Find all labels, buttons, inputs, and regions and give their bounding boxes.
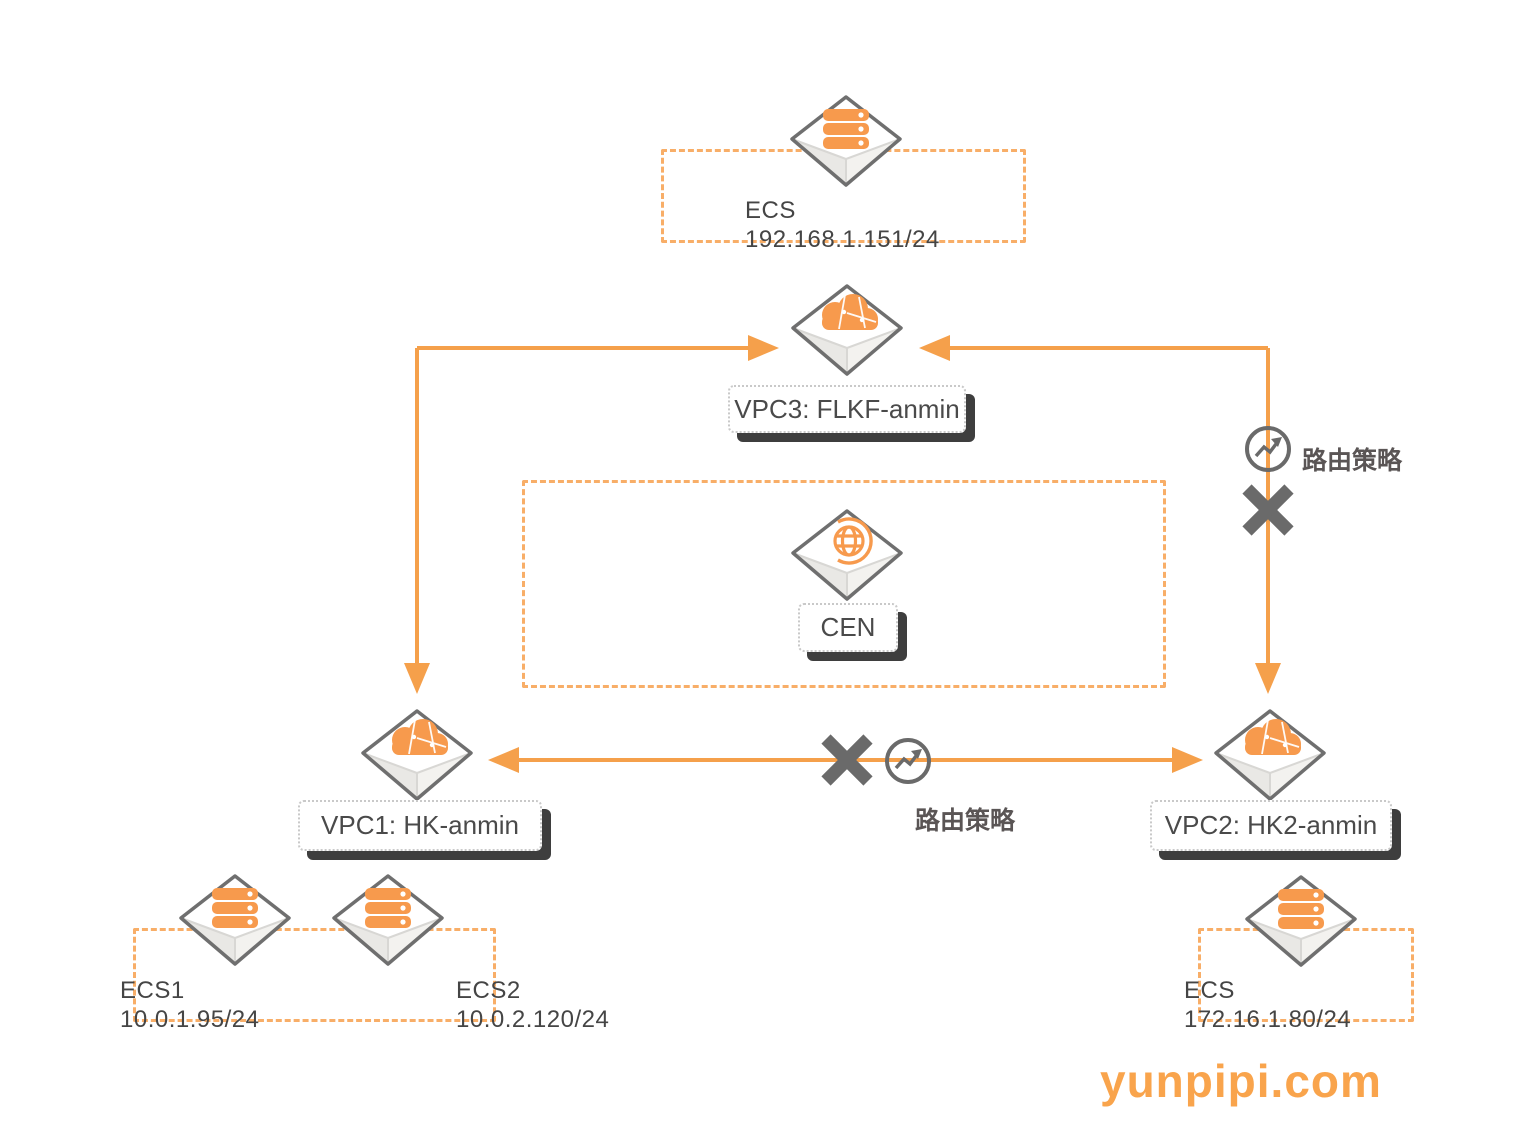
cen-globe-icon: [791, 509, 903, 601]
ecs2-ip: 10.0.2.120/24: [456, 1006, 610, 1033]
cen-group-box: [522, 480, 1166, 688]
ecs-right-ip: 172.16.1.80/24: [1184, 1006, 1352, 1033]
arrowhead-into-vpc2-top: [1255, 663, 1281, 694]
route-policy-trend-icon: [1254, 438, 1281, 458]
arrowhead-into-vpc3-right: [919, 335, 950, 361]
arrowhead-into-vpc1-right: [488, 747, 519, 773]
ecs1-name: ECS1: [120, 977, 185, 1004]
ecs1-ip: 10.0.1.95/24: [120, 1006, 260, 1033]
blocked-x-icon-middle: [821, 734, 873, 786]
ecs-right-node: [1241, 873, 1361, 969]
route-policy-trend-icon-middle: [894, 750, 921, 770]
ecs1-caption: ECS1 10.0.1.95/24: [120, 976, 259, 1034]
ecs2-node: [328, 872, 448, 968]
ecs-right-caption: ECS 172.16.1.80/24: [1184, 976, 1351, 1034]
ecs2-name: ECS2: [456, 977, 521, 1004]
route-policy-icon: [1245, 426, 1291, 472]
vpc2-node: [1210, 707, 1330, 803]
route-policy-trend-arrowhead-icon-middle: [911, 749, 922, 759]
ecs-server-icon: [790, 95, 902, 187]
vpc1-label: VPC1: HK-anmin: [298, 800, 542, 851]
cen-label: CEN: [798, 603, 898, 652]
ecs1-node: [175, 872, 295, 968]
vpc-cloud-icon: [361, 709, 473, 801]
route-policy-text-right: 路由策略: [1302, 447, 1403, 475]
vpc2-label: VPC2: HK2-anmin: [1150, 800, 1392, 851]
vpc1-ecs-group-box: [133, 928, 496, 1022]
vpc3-label: VPC3: FLKF-anmin: [728, 385, 966, 433]
ecs-top-caption: ECS 192.168.1.151/24: [745, 196, 940, 254]
vpc-cloud-icon: [791, 284, 903, 376]
cen-node: [787, 507, 907, 603]
ecs-top-node: [786, 93, 906, 189]
ecs-right-name: ECS: [1184, 977, 1235, 1004]
ecs-top-ip: 192.168.1.151/24: [745, 226, 940, 253]
arrowhead-into-vpc2-left: [1172, 747, 1203, 773]
route-policy-trend-arrowhead-icon: [1271, 437, 1282, 447]
vpc1-node: [357, 707, 477, 803]
vpc3-node: [787, 282, 907, 378]
ecs-server-icon: [179, 874, 291, 966]
blocked-x-icon-right: [1242, 484, 1294, 536]
arrowhead-into-vpc3-left: [748, 335, 779, 361]
watermark-text: yunpipi.com: [1100, 1055, 1382, 1107]
ecs-server-icon: [332, 874, 444, 966]
arrowhead-into-vpc1-top: [404, 663, 430, 694]
ecs-server-icon: [1245, 875, 1357, 967]
vpc-cloud-icon: [1214, 709, 1326, 801]
ecs-top-name: ECS: [745, 197, 796, 224]
route-policy-text-middle: 路由策略: [915, 807, 1016, 835]
route-policy-icon-middle: [885, 738, 931, 784]
ecs2-caption: ECS2 10.0.2.120/24: [456, 976, 609, 1034]
